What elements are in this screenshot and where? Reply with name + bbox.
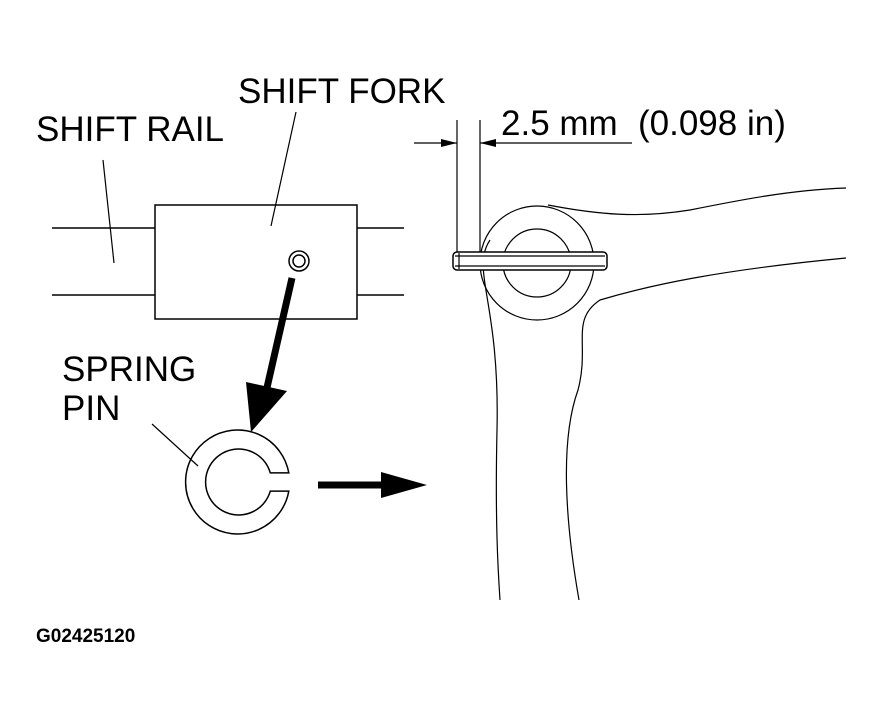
- direction-arrow: [318, 472, 427, 498]
- pointer-arrow: [246, 277, 296, 432]
- spring-pin-installed: [452, 251, 608, 271]
- spring-pin-hole: [288, 250, 310, 272]
- shift-rail-leader: [102, 159, 115, 264]
- figure-id-label: G02425120: [36, 626, 135, 647]
- fork-body: [482, 187, 847, 601]
- shift-fork-label: SHIFT FORK: [238, 72, 445, 111]
- dimension-marker: [414, 120, 632, 252]
- shift-rail: [52, 227, 404, 296]
- dimension-imperial-label: (0.098 in): [638, 104, 786, 143]
- spring-pin-label-line1: SPRING: [62, 350, 196, 389]
- shift-rail-label: SHIFT RAIL: [36, 110, 224, 149]
- shift-fork-block: [154, 204, 358, 320]
- dimension-value-label: 2.5 mm: [501, 104, 618, 143]
- spring-pin-label-line2: PIN: [62, 389, 120, 428]
- spring-pin: [184, 429, 290, 535]
- shift-fork-leader: [270, 111, 297, 227]
